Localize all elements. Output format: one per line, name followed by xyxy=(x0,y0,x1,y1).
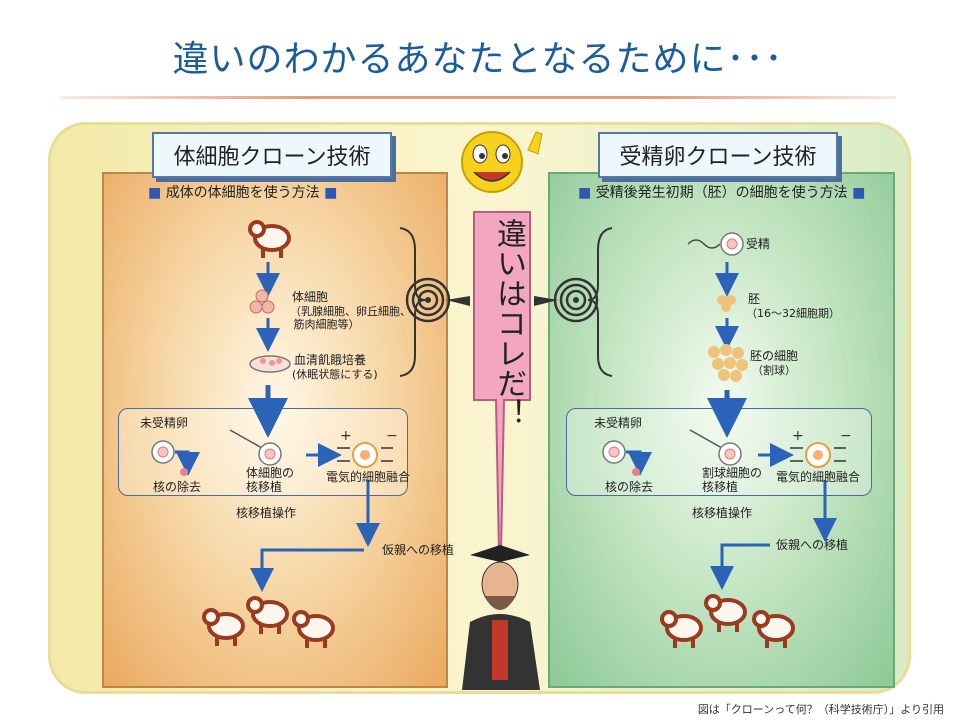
blastomere-label: （割球） xyxy=(752,364,796,377)
surrogate-transfer-label: 仮親への移植 xyxy=(382,543,455,557)
svg-text:−: − xyxy=(386,428,398,444)
somatic-cell-types: （乳腺細胞、卵丘細胞、 筋肉細胞等） xyxy=(290,305,411,331)
unfertilized-egg-label: 未受精卵 xyxy=(140,416,189,430)
svg-text:+: + xyxy=(340,428,352,444)
fusion-cell-icon: + − xyxy=(337,428,398,468)
banner-speech-bubble xyxy=(473,211,531,605)
embryo-subhead: ■ 受精後発生初期（胚）の細胞を使う方法 ■ xyxy=(578,185,866,201)
somatic-cells-icon xyxy=(249,289,275,314)
embryo-stage-label: （16～32細胞期） xyxy=(746,307,840,320)
svg-text:+: + xyxy=(792,428,804,444)
right-enucleation-label: 核の除去 xyxy=(605,480,654,494)
right-unfertilized-egg-label: 未受精卵 xyxy=(594,416,643,430)
svg-text:−: − xyxy=(840,428,852,444)
serum-starvation-label: 血清飢餓培養 xyxy=(294,353,367,367)
title-divider xyxy=(60,96,896,99)
embryo-label: 胚 xyxy=(748,292,761,306)
right-nuclear-transfer-label: 割球細胞の 核移植 xyxy=(702,466,763,494)
right-fusion-label: 電気的細胞融合 xyxy=(776,470,861,484)
dormant-note: (休眠状態にする) xyxy=(292,368,378,381)
professor-figure-icon xyxy=(462,545,540,690)
embryo-clone-label: 受精卵クローン技術 xyxy=(598,132,838,178)
embryo-icon xyxy=(717,295,736,312)
somatic-flow: + − xyxy=(151,220,426,650)
blastomere-cells-icon xyxy=(708,344,748,382)
embryo-fusion-cell-icon: + − xyxy=(790,428,852,468)
embryo-cells-label: 胚の細胞 xyxy=(750,349,799,363)
right-arrowhead-icon xyxy=(534,296,558,306)
nuclear-transfer-label: 体細胞の 核移植 xyxy=(246,466,295,494)
right-surrogate-transfer-label: 仮親への移植 xyxy=(776,538,849,552)
left-arrowhead-icon xyxy=(446,296,470,306)
fusion-label: 電気的細胞融合 xyxy=(326,470,411,484)
smiley-face-icon xyxy=(461,131,543,193)
slide-title: 違いのわかるあなたとなるために･･･ xyxy=(172,39,784,80)
donor-sheep-icon xyxy=(248,220,291,260)
enucleation-label: 核の除去 xyxy=(153,480,202,494)
somatic-clone-label: 体細胞クローン技術 xyxy=(152,132,392,178)
left-target-icon xyxy=(405,277,451,323)
embryo-flow: + − xyxy=(587,227,852,650)
somatic-cell-label: 体細胞 xyxy=(292,290,329,304)
operation-label: 核移植操作 xyxy=(236,506,297,520)
right-operation-label: 核移植操作 xyxy=(692,506,753,520)
banner-text: 違いはコレだ！ xyxy=(491,218,526,428)
culture-dish-icon xyxy=(249,355,291,373)
source-citation: 図は「クローンって何？（科学技術庁）」より引用 xyxy=(697,703,944,716)
somatic-subhead: ■ 成体の体細胞を使う方法 ■ xyxy=(148,185,338,201)
right-target-icon xyxy=(553,277,599,323)
fertilization-label: 受精 xyxy=(746,237,771,251)
